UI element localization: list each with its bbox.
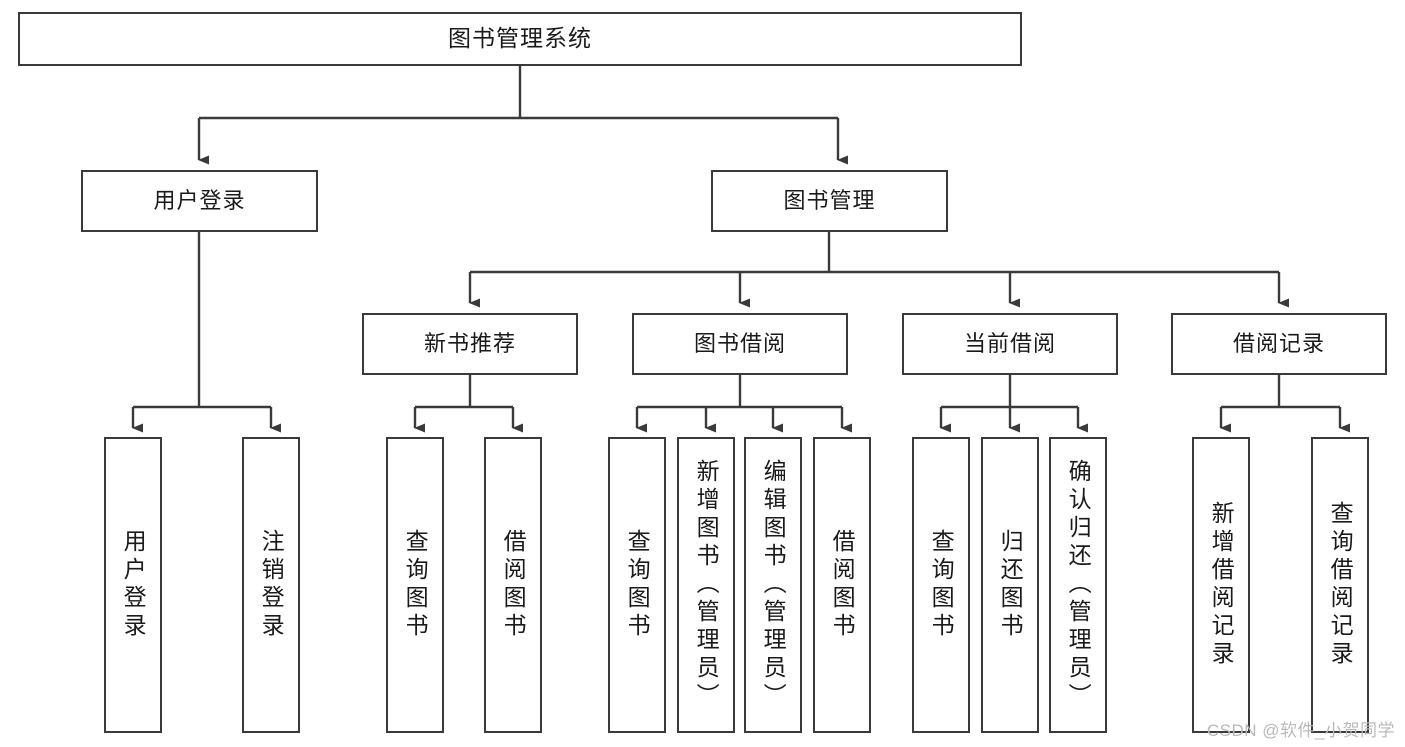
node-label: 当前借阅 (963, 330, 1056, 356)
leaf-query-book-recommend[interactable]: 查询图书 (386, 437, 444, 733)
node-label: 借阅记录 (1232, 330, 1325, 356)
node-label: 归还图书 (997, 529, 1024, 641)
node-label: 图书管理 (783, 187, 876, 213)
leaf-borrow-book-recommend[interactable]: 借阅图书 (484, 437, 542, 733)
node-user-login[interactable]: 用户登录 (81, 170, 318, 232)
leaf-edit-book-admin[interactable]: 编辑图书（管理员） (744, 437, 802, 733)
node-label: 借阅图书 (829, 529, 856, 641)
node-borrow-record[interactable]: 借阅记录 (1171, 313, 1387, 375)
node-book-borrow[interactable]: 图书借阅 (632, 313, 848, 375)
node-label: 新书推荐 (423, 330, 516, 356)
watermark: CSDN @软件_小贺同学 (1206, 721, 1395, 740)
node-book-management[interactable]: 图书管理 (711, 170, 948, 232)
leaf-query-book-borrow[interactable]: 查询图书 (608, 437, 666, 733)
node-label: 图书管理系统 (448, 25, 592, 52)
leaf-user-login[interactable]: 用户登录 (104, 437, 162, 733)
node-label: 编辑图书（管理员） (760, 459, 787, 711)
node-label: 新增借阅记录 (1208, 501, 1235, 669)
node-label: 借阅图书 (500, 529, 527, 641)
leaf-confirm-return-admin[interactable]: 确认归还（管理员） (1049, 437, 1107, 733)
node-label: 新增图书（管理员） (693, 459, 720, 711)
node-label: 用户登录 (120, 529, 147, 641)
node-label: 图书借阅 (693, 330, 786, 356)
node-new-book-recommend[interactable]: 新书推荐 (362, 313, 578, 375)
node-label: 查询图书 (402, 529, 429, 641)
node-current-borrow[interactable]: 当前借阅 (902, 313, 1118, 375)
node-label: 查询借阅记录 (1327, 501, 1354, 669)
leaf-borrow-book[interactable]: 借阅图书 (813, 437, 871, 733)
node-label: 查询图书 (928, 529, 955, 641)
leaf-add-book-admin[interactable]: 新增图书（管理员） (677, 437, 735, 733)
leaf-add-borrow-record[interactable]: 新增借阅记录 (1192, 437, 1250, 733)
node-label: 用户登录 (153, 187, 246, 213)
leaf-query-book-current[interactable]: 查询图书 (912, 437, 970, 733)
node-label: 确认归还（管理员） (1065, 459, 1092, 711)
leaf-logout[interactable]: 注销登录 (242, 437, 300, 733)
node-root-book-management-system[interactable]: 图书管理系统 (18, 12, 1022, 66)
node-label: 查询图书 (624, 529, 651, 641)
node-label: 注销登录 (258, 529, 285, 641)
leaf-return-book[interactable]: 归还图书 (981, 437, 1039, 733)
leaf-query-borrow-record[interactable]: 查询借阅记录 (1311, 437, 1369, 733)
